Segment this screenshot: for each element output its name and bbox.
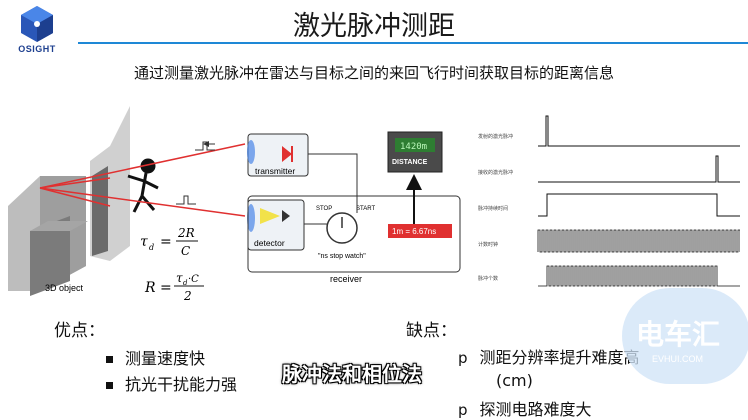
svg-text:d: d	[183, 279, 188, 287]
3d-object-icon	[8, 106, 130, 296]
emit-pulse-trace	[538, 115, 740, 147]
pro-item: 抗光干扰能力强	[106, 371, 237, 395]
laser-beam-return	[39, 143, 246, 189]
bullet-marker: p	[458, 401, 468, 419]
pro-item: 测量速度快	[106, 345, 205, 369]
bullet-icon	[106, 382, 113, 389]
watermark-logo: 电车汇 EVHUI.COM	[622, 288, 748, 384]
clock-wave	[537, 229, 740, 253]
count-trace	[538, 265, 740, 287]
svg-text:τ: τ	[140, 234, 148, 250]
logo-text: OSIGHT	[18, 44, 56, 54]
bullet-icon	[106, 356, 113, 363]
stop-label: STOP	[316, 206, 332, 212]
svg-text:=: =	[160, 234, 172, 250]
count-wave	[538, 265, 740, 287]
osight-logo	[21, 6, 53, 42]
pulse-timing-chart: 发射的激光脉冲 接收的激光脉冲 脉冲持续时间 计数时钟 脉冲个数	[478, 115, 740, 287]
svg-text:=: =	[160, 280, 172, 296]
con-item-continued: (cm)	[496, 371, 533, 390]
title-divider	[78, 42, 748, 44]
row-label-clock: 计数时钟	[478, 241, 498, 248]
receive-pulse-trace	[538, 155, 740, 183]
object-label: 3D object	[45, 283, 84, 293]
cons-title: 缺点：	[406, 321, 457, 341]
conversion-badge	[388, 224, 452, 238]
watermark-text: 电车汇	[636, 318, 720, 351]
row-label-count: 脉冲个数	[478, 275, 498, 282]
pros-title: 优点：	[54, 321, 105, 341]
lidar-diagram: 3D object transmitter detector receiver …	[8, 106, 461, 303]
receiver-box	[247, 195, 461, 273]
bullet-marker: p	[458, 349, 468, 367]
duration-trace	[538, 193, 740, 217]
svg-text:2R: 2R	[177, 226, 195, 240]
svg-text:τ: τ	[176, 271, 183, 285]
formula-tau: τ d = 2R C	[140, 226, 198, 258]
start-label: START	[356, 206, 375, 212]
conversion-text: 1m = 6.67ns	[392, 227, 436, 236]
video-subtitle: 脉冲法和相位法	[282, 362, 422, 386]
laser-beam-out	[39, 187, 246, 217]
stopwatch-label: "ns stop watch"	[318, 253, 366, 260]
receiver-label: receiver	[330, 274, 362, 284]
svg-text:d: d	[149, 243, 154, 252]
row-label-emit: 发射的激光脉冲	[478, 133, 513, 140]
clock-trace	[537, 229, 740, 253]
watermark-url: EVHUI.COM	[652, 354, 703, 364]
row-label-duration: 脉冲持续时间	[478, 205, 508, 212]
svg-text:C: C	[181, 244, 190, 258]
transmitter-label: transmitter	[255, 166, 295, 176]
svg-text:·C: ·C	[188, 274, 199, 285]
svg-text:R: R	[144, 280, 156, 296]
row-label-receive: 接收的激光脉冲	[478, 169, 513, 176]
slide-title: 激光脉冲测距	[293, 11, 455, 42]
formula-range: R = τ d ·C 2	[144, 271, 204, 303]
distance-label: DISTANCE	[392, 159, 428, 166]
slide-subtitle: 通过测量激光脉冲在雷达与目标之间的来回飞行时间获取目标的距离信息	[133, 64, 614, 82]
distance-value: 1420m	[400, 142, 427, 152]
detector-label: detector	[254, 238, 285, 248]
svg-text:2: 2	[183, 289, 192, 303]
